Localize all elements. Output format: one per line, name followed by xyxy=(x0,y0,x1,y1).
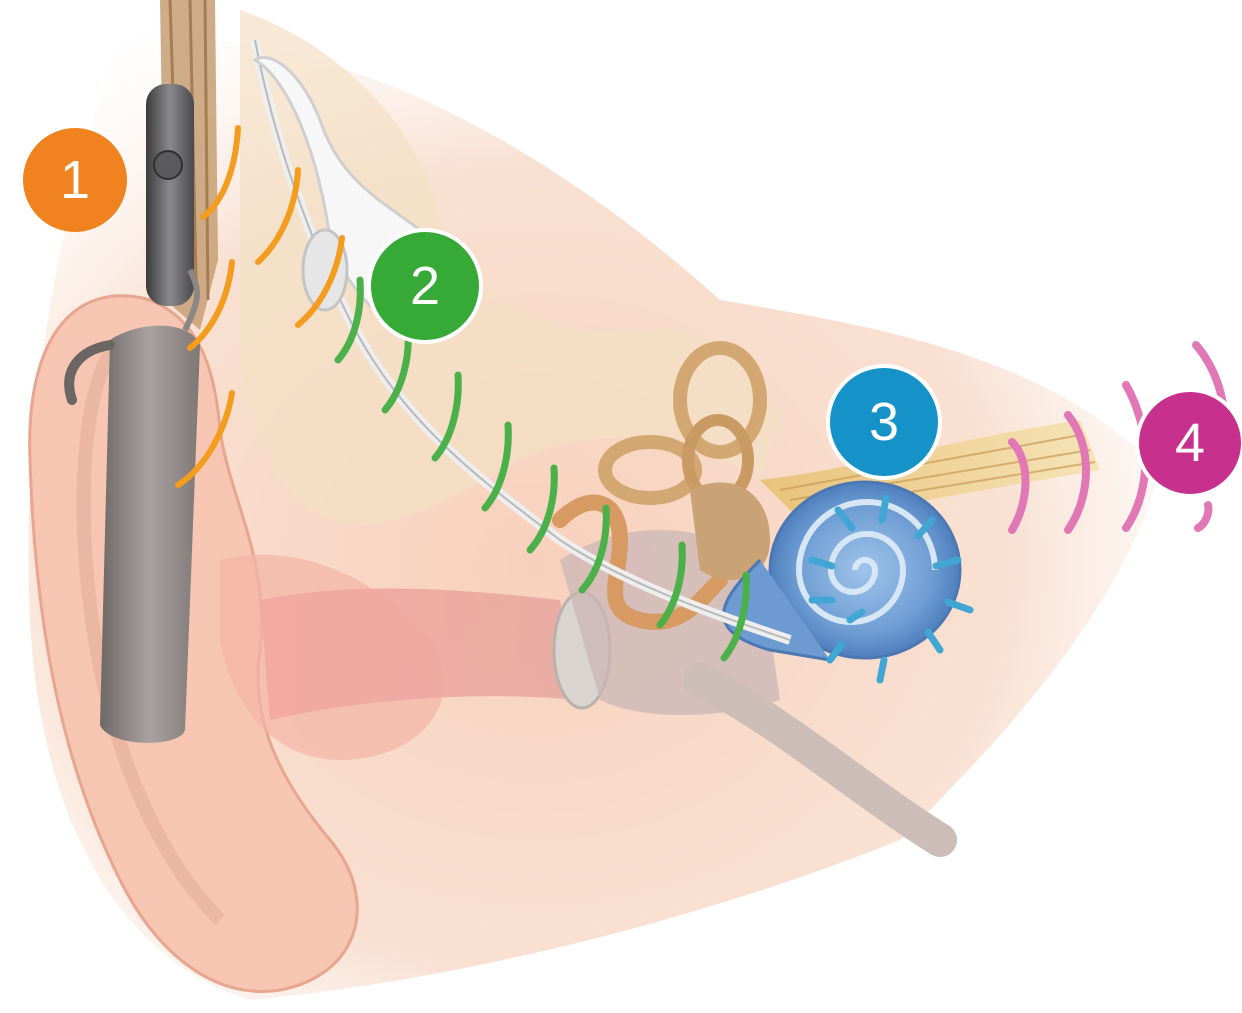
speech-processor xyxy=(100,326,200,743)
blue-wave-mark-2 xyxy=(882,498,886,520)
blue-wave-mark-7 xyxy=(880,660,884,680)
step-badge-1: 1 xyxy=(23,128,127,232)
external-headpiece xyxy=(146,84,194,306)
step-badge-2: 2 xyxy=(367,228,483,344)
step-badge-4: 4 xyxy=(1135,388,1242,498)
step-badge-3: 3 xyxy=(826,364,942,480)
pink-wave-arc-5 xyxy=(1198,505,1208,528)
headpiece-button xyxy=(154,151,182,179)
